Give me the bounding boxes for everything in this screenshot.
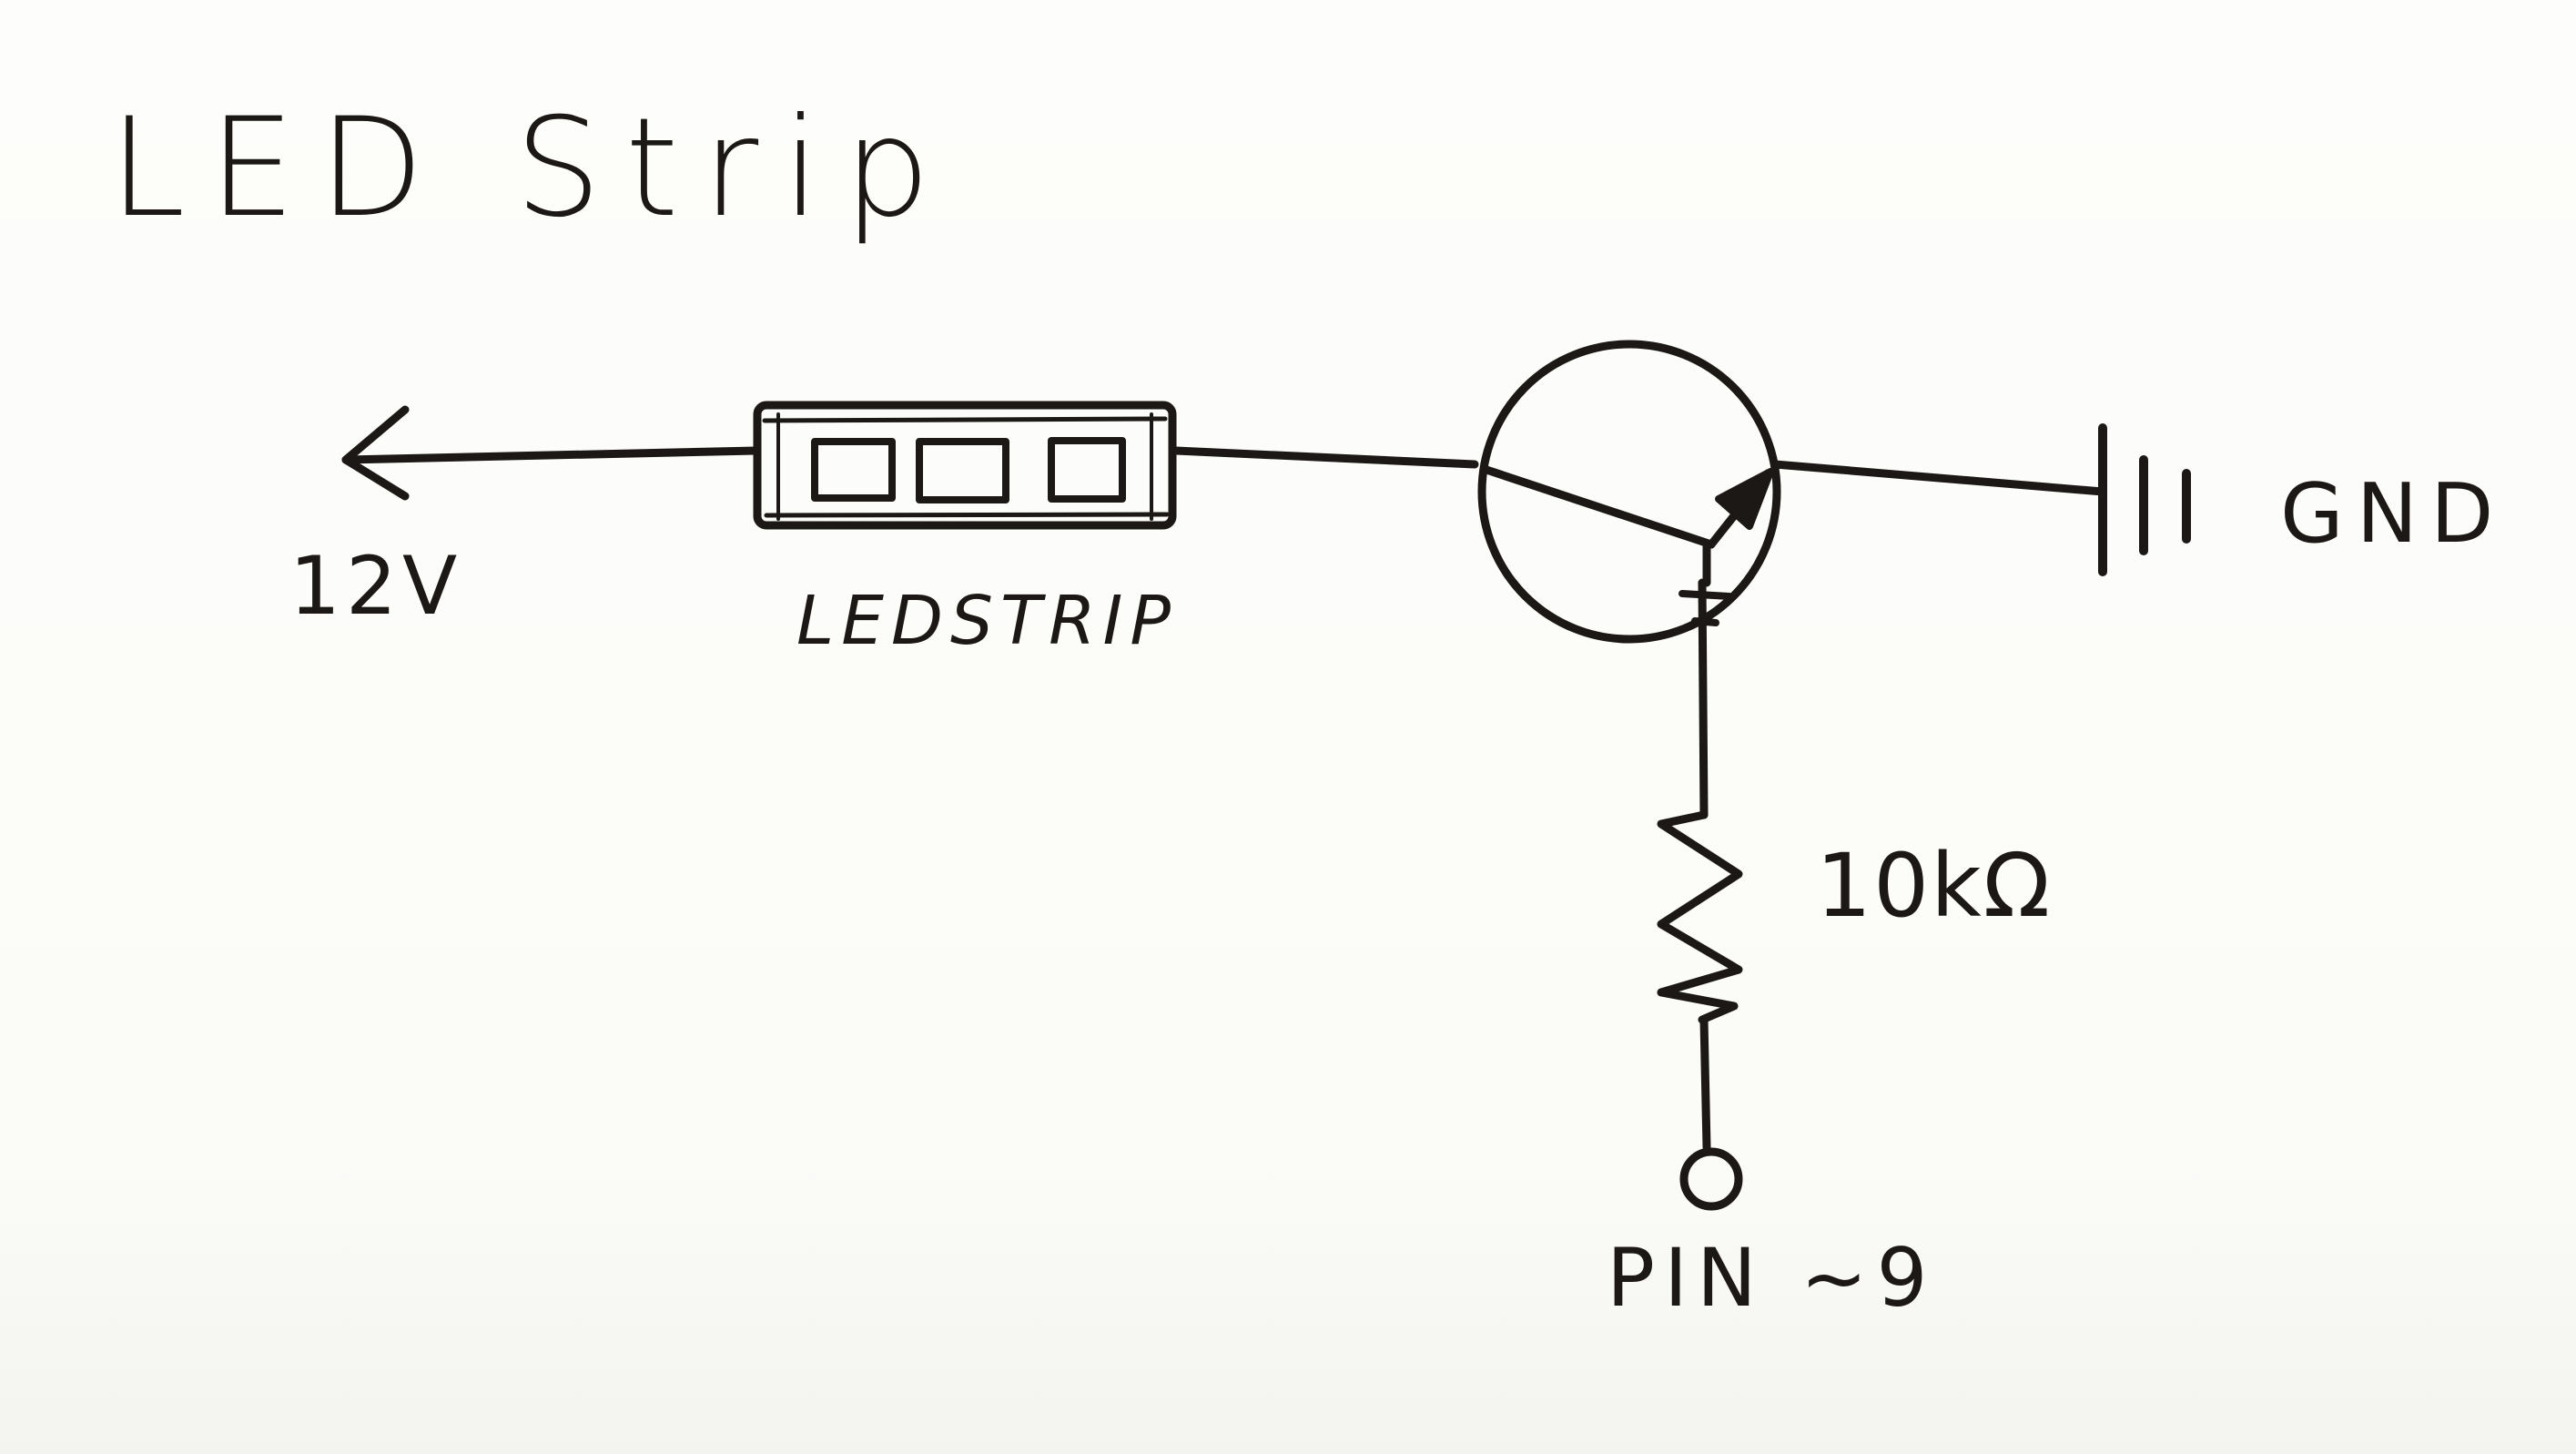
resistor-icon: [1657, 810, 1743, 1024]
diagram-title: LED Strip: [109, 89, 955, 248]
transistor-icon: [1477, 340, 1781, 644]
led-strip-label: LEDSTRIP: [796, 582, 1179, 660]
supply-arrow-icon: [341, 405, 760, 501]
pin-label: PIN ~9: [1607, 1231, 1937, 1325]
resistor-label: 10kΩ: [1816, 835, 2053, 937]
ground-icon: [2098, 423, 2191, 576]
pin-terminal-icon: [1679, 1147, 1743, 1211]
led-strip-icon: [753, 401, 1177, 530]
supply-label: 12V: [289, 539, 463, 633]
ground-label: GND: [2280, 466, 2507, 562]
